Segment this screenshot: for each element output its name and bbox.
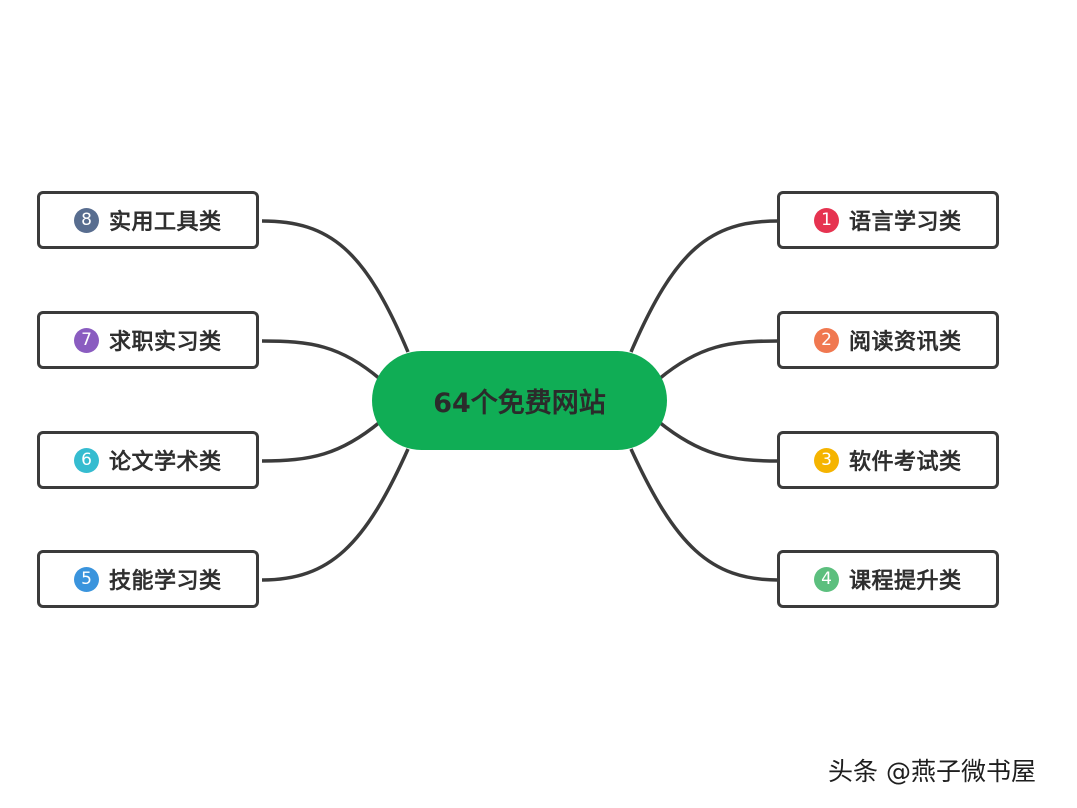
- number-badge: 3: [814, 447, 839, 473]
- branch-academic-papers[interactable]: 6 论文学术类: [37, 431, 259, 489]
- number-badge: 1: [814, 207, 839, 233]
- connector-1: [629, 219, 779, 353]
- connector-3: [657, 420, 779, 463]
- connector-6: [261, 420, 382, 463]
- branch-reading-news[interactable]: 2 阅读资讯类: [777, 311, 999, 369]
- branch-label: 技能学习类: [109, 569, 222, 594]
- central-topic[interactable]: 64个免费网站: [372, 351, 667, 450]
- branch-label: 语言学习类: [849, 210, 962, 235]
- branch-language-learning[interactable]: 1 语言学习类: [777, 191, 999, 249]
- number-badge: 2: [814, 327, 839, 353]
- connector-2: [657, 339, 779, 381]
- branch-job-internship[interactable]: 7 求职实习类: [37, 311, 259, 369]
- branch-skill-learning[interactable]: 5 技能学习类: [37, 550, 259, 608]
- branch-label: 论文学术类: [109, 450, 222, 475]
- number-badge: 7: [74, 327, 99, 353]
- branch-label: 软件考试类: [849, 450, 962, 475]
- number-badge: 6: [74, 447, 99, 473]
- branch-label: 实用工具类: [109, 210, 222, 235]
- watermark: 头条 @燕子微书屋: [828, 757, 1036, 786]
- number-badge: 8: [74, 207, 99, 233]
- branch-label: 求职实习类: [109, 330, 222, 355]
- connector-4: [629, 448, 779, 582]
- branch-software-exams[interactable]: 3 软件考试类: [777, 431, 999, 489]
- branch-label: 课程提升类: [849, 569, 962, 594]
- connector-5: [261, 448, 410, 582]
- branch-label: 阅读资讯类: [849, 330, 962, 355]
- number-badge: 5: [74, 566, 99, 592]
- connector-7: [261, 339, 382, 381]
- number-badge: 4: [814, 566, 839, 592]
- connector-8: [261, 219, 410, 353]
- branch-practical-tools[interactable]: 8 实用工具类: [37, 191, 259, 249]
- central-topic-title: 64个免费网站: [433, 388, 606, 419]
- branch-course-improvement[interactable]: 4 课程提升类: [777, 550, 999, 608]
